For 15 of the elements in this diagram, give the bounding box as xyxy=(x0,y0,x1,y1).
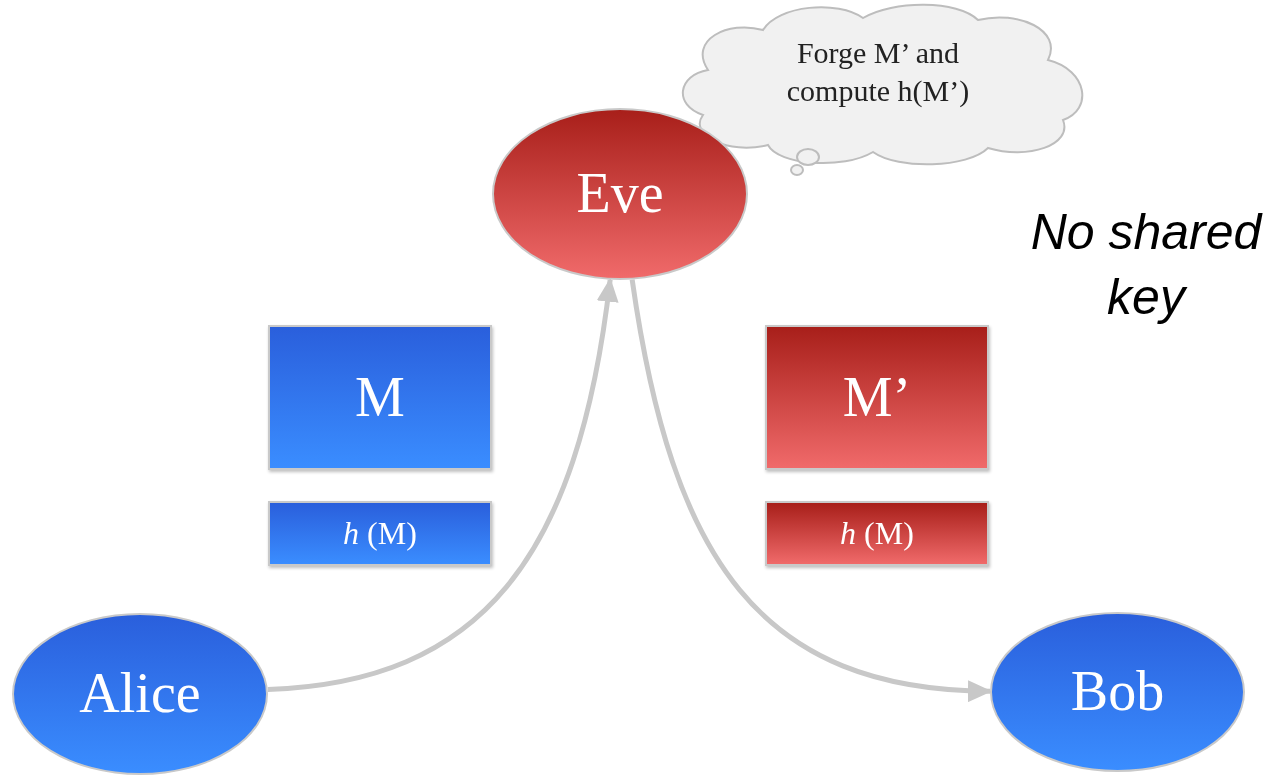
note-text: No shared key xyxy=(1029,203,1264,327)
message-box xyxy=(765,501,989,566)
node-label: Alice xyxy=(78,663,202,725)
node-label: h (M) xyxy=(342,515,418,552)
arrow xyxy=(267,277,618,692)
message-box xyxy=(268,325,492,470)
node-label: Eve xyxy=(575,163,665,225)
arrow xyxy=(629,279,992,702)
message-box xyxy=(268,501,492,566)
thought-text: Forge M’ and compute h(M’) xyxy=(785,35,971,109)
node-label: Bob xyxy=(1069,661,1166,723)
node-label: h (M) xyxy=(839,515,915,552)
node-label: M’ xyxy=(841,366,913,429)
node-label: M xyxy=(354,366,406,429)
message-box xyxy=(765,325,989,470)
